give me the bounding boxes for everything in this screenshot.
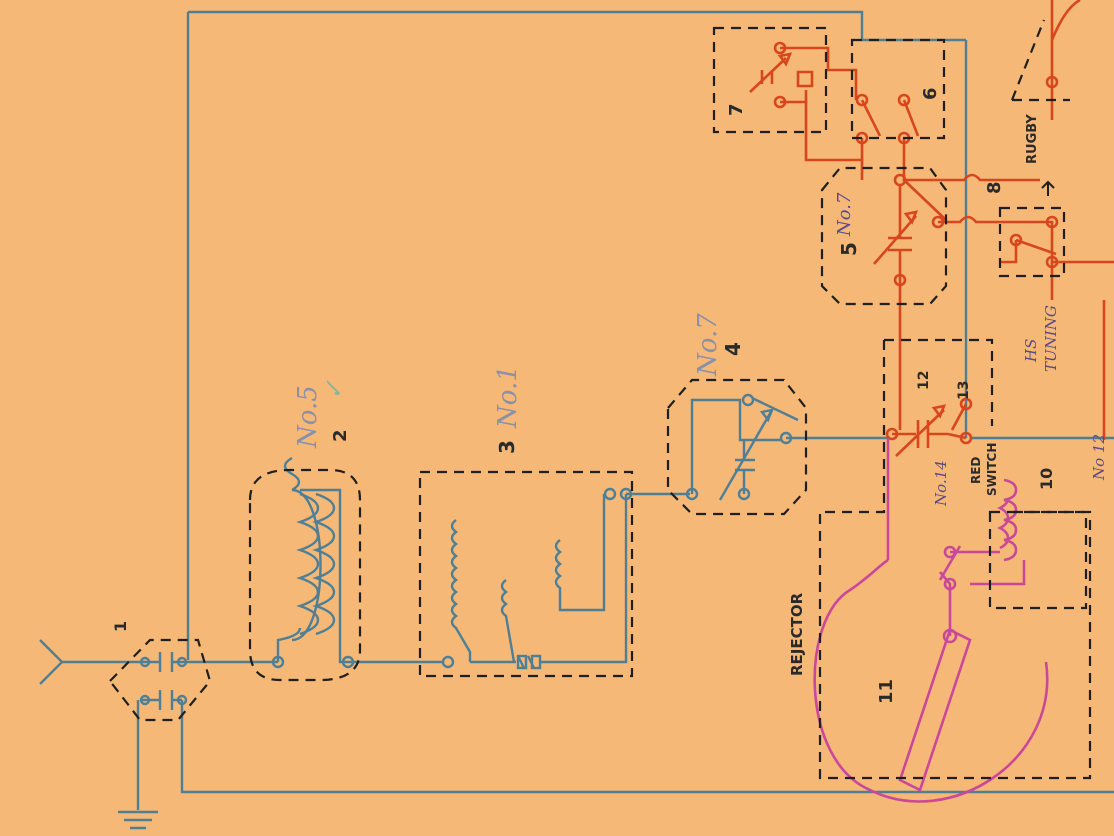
aerial-symbol <box>39 639 140 685</box>
label-component-6: 6 <box>920 87 941 100</box>
label-component-4: 4 <box>721 342 745 356</box>
label-component-2: 2 <box>330 429 351 442</box>
capacitor-4 <box>685 393 799 501</box>
label-component-5: 5 <box>837 242 861 256</box>
label-rejector: REJECTOR <box>788 592 806 676</box>
aerial-circuit <box>39 10 1114 830</box>
enclosures <box>108 19 1092 780</box>
printed-labels: 1 2 3 4 5 6 7 8 10 11 12 13 REJECTOR RED… <box>111 87 1056 704</box>
label-component-13: 13 <box>956 381 972 400</box>
label-component-7: 7 <box>726 103 747 116</box>
label-component-1: 1 <box>111 621 130 632</box>
label-component-12: 12 <box>916 371 932 390</box>
rugby-arrow-icon <box>1041 180 1055 196</box>
note-2-tick: ✓ <box>320 380 348 400</box>
rejector-circuit <box>813 438 1049 803</box>
note-2: No.5 <box>293 385 323 449</box>
coil-3 <box>441 487 633 670</box>
label-component-11: 11 <box>876 679 897 704</box>
note-hs-tuning-2: TUNING <box>1042 305 1060 372</box>
note-5: No.7 <box>834 192 855 237</box>
handwritten-notes: No.5 ✓ No.1 No.7 No.7 No.14 No 12 HS TUN… <box>293 192 1108 507</box>
label-red-switch-1: RED <box>969 457 983 484</box>
note-12: No.14 <box>932 460 950 507</box>
tuning-circuit <box>749 0 1114 457</box>
label-component-3: 3 <box>495 440 519 454</box>
label-red-switch-2: SWITCH <box>985 443 999 496</box>
note-hs-tuning-1: HS <box>1022 339 1040 363</box>
coil-2 <box>271 456 355 669</box>
label-rugby: RUGBY <box>1025 114 1040 164</box>
label-component-8: 8 <box>984 181 1005 194</box>
note-10: No 12 <box>1090 434 1108 481</box>
label-component-10: 10 <box>1037 468 1056 490</box>
note-3: No.1 <box>493 365 523 429</box>
note-4: No.7 <box>693 313 723 377</box>
